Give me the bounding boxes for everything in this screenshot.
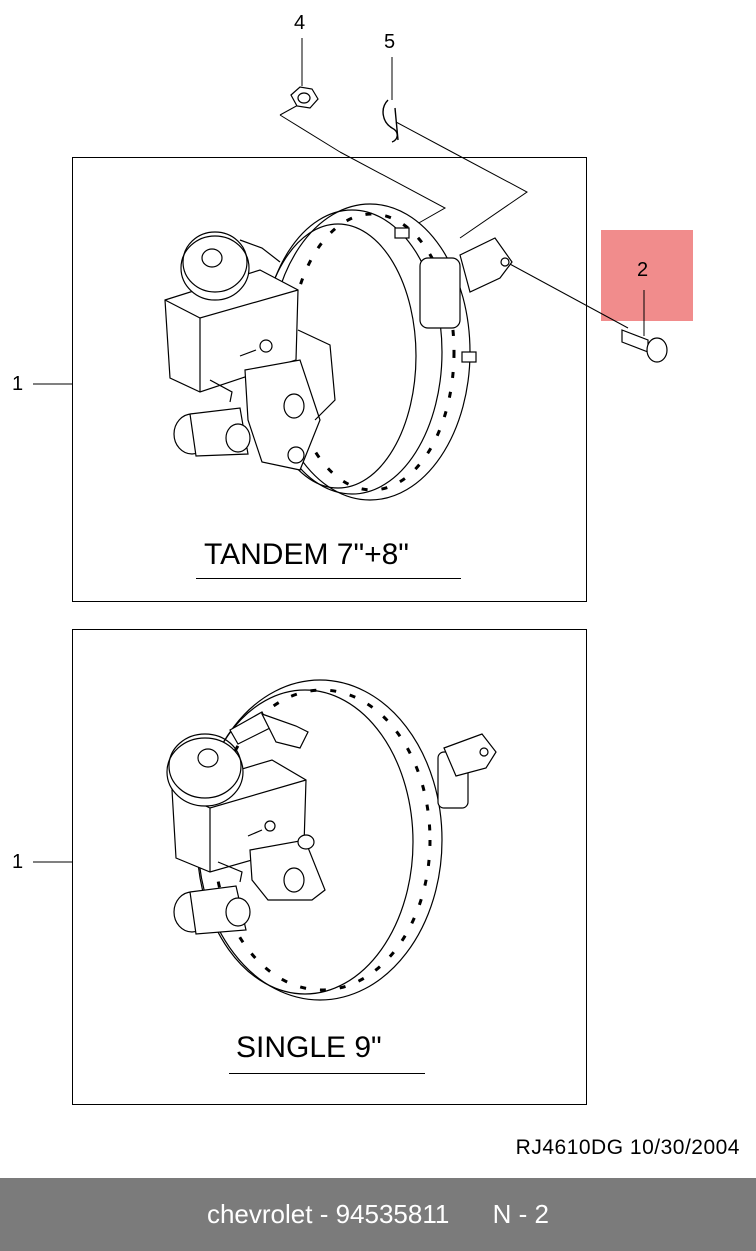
caption-tandem-underline — [196, 578, 461, 579]
tandem-booster-drawing — [164, 203, 513, 501]
callout-part-1-top[interactable]: 1 — [12, 373, 24, 395]
single-booster-drawing — [166, 679, 497, 1001]
clevis-pin-icon — [621, 329, 668, 363]
caption-single: SINGLE 9" — [236, 1031, 382, 1064]
part-2-highlight[interactable] — [601, 230, 693, 321]
retaining-clip-icon — [382, 99, 399, 143]
callout-part-4[interactable]: 4 — [294, 12, 306, 34]
footer-page: N - 2 — [492, 1199, 550, 1229]
callout-part-1-bottom[interactable]: 1 — [12, 851, 24, 873]
caption-tandem: TANDEM 7"+8" — [204, 538, 409, 571]
caption-single-underline — [229, 1073, 425, 1074]
callout-part-2[interactable]: 2 — [637, 259, 649, 281]
hex-nut-icon — [290, 86, 319, 109]
drawing-reference: RJ4610DG 10/30/2004 — [515, 1136, 740, 1159]
footer-bar: chevrolet - 94535811 N - 2 — [0, 1178, 756, 1251]
footer-brand: chevrolet — [206, 1199, 313, 1229]
callout-part-5[interactable]: 5 — [384, 31, 396, 53]
footer-part-number: 94535811 — [335, 1199, 450, 1229]
